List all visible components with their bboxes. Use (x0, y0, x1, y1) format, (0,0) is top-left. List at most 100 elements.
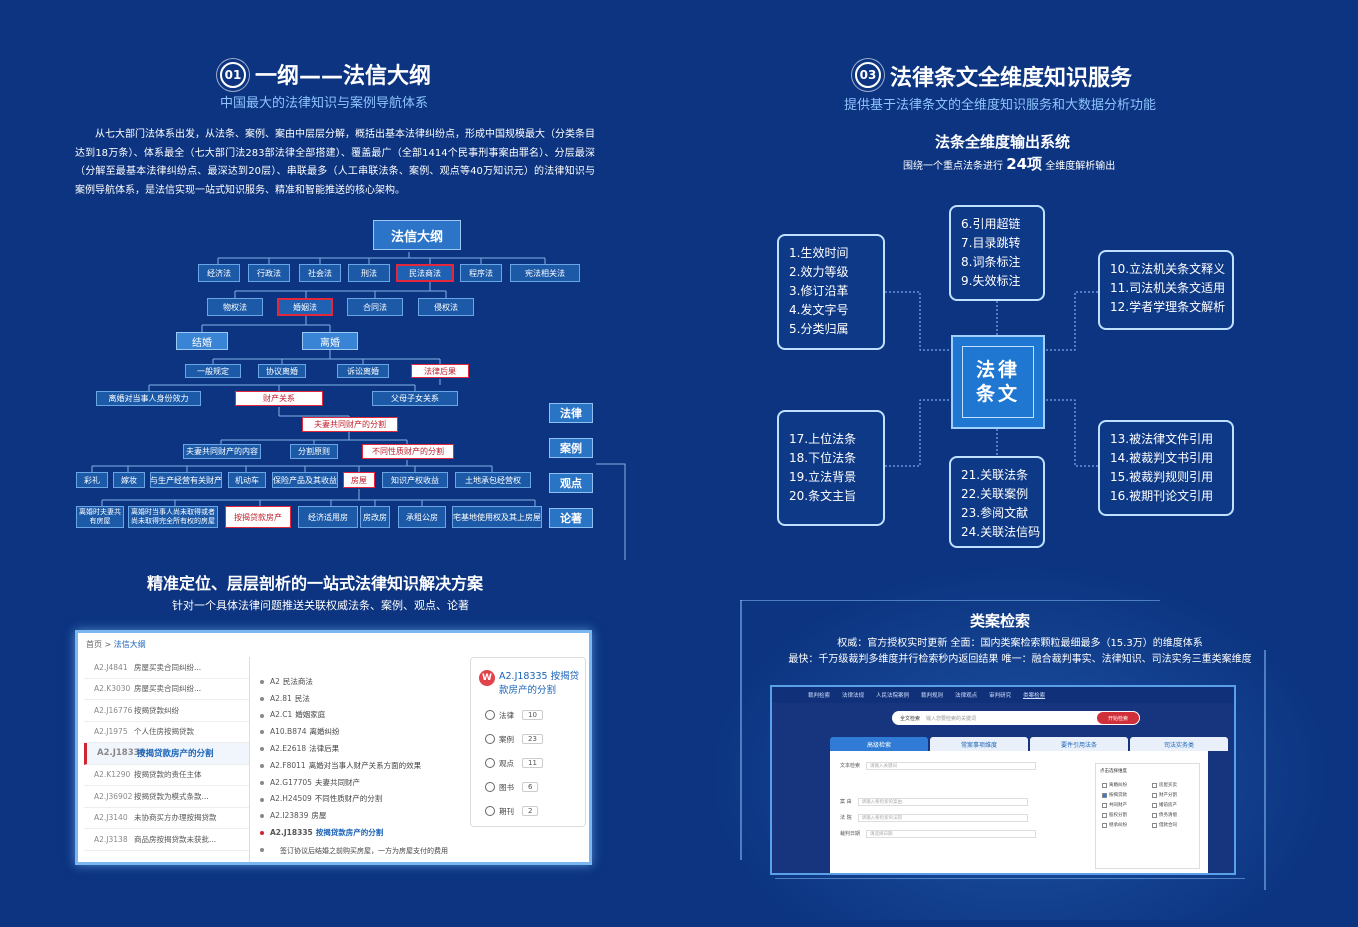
tree-node-l5[interactable]: 离婚对当事人身份效力 (96, 391, 201, 406)
tag-writing[interactable]: 论著 (549, 508, 593, 528)
breadcrumb-home[interactable]: 首页 (86, 640, 102, 649)
nav-item[interactable]: 类案检索 (1023, 693, 1046, 699)
tree-node-l2[interactable]: 物权法 (207, 298, 263, 316)
field-input[interactable]: 请输入要检索的法院 (857, 813, 1028, 822)
tree-node-l8-highlight[interactable]: 房屋 (343, 472, 375, 488)
tree-node-l7-highlight[interactable]: 不同性质财产的分割 (362, 444, 454, 459)
tree-node-l8[interactable]: 与生产经营有关财产 (150, 472, 222, 488)
tree-node-l1[interactable]: 社会法 (299, 264, 341, 282)
field-input[interactable]: 请选择日期 (866, 829, 1037, 838)
tree-node-l8[interactable]: 机动车 (228, 472, 266, 488)
tree-node-l8[interactable]: 嫁妆 (113, 472, 145, 488)
tree-node-l4[interactable]: 一般规定 (185, 364, 241, 378)
tree-node-l4-highlight[interactable]: 法律后果 (411, 364, 469, 378)
tag-law[interactable]: 法律 (549, 403, 593, 423)
dimension-checkbox[interactable]: 婚前房产 (1152, 802, 1177, 808)
tree-node-l1[interactable]: 经济法 (198, 264, 240, 282)
breadcrumb-current[interactable]: 法信大纲 (113, 640, 146, 649)
search-button[interactable]: 开始检索 (1097, 712, 1139, 724)
dimension-checkbox[interactable]: 借款合同 (1152, 822, 1177, 828)
tab-dimension[interactable]: 常案事项维度 (930, 737, 1028, 751)
search-scope[interactable]: 全文检索 (900, 715, 921, 722)
tab-advanced[interactable]: 高级检索 (830, 737, 928, 751)
dimension-checkbox[interactable]: 债务清偿 (1152, 812, 1177, 818)
dimension-checkbox[interactable]: 按揭贷款 (1102, 792, 1127, 798)
tree-path-item[interactable]: 签订协议后结婚之前购买房屋，一方为房屋支付的费用 (258, 841, 463, 863)
tag-case[interactable]: 案例 (549, 438, 593, 458)
tree-node-l1[interactable]: 程序法 (460, 264, 502, 282)
tree-node-l3-highlight[interactable]: 离婚 (302, 332, 358, 350)
tree-node-l4[interactable]: 诉讼离婚 (337, 364, 389, 378)
tree-node-l1[interactable]: 行政法 (248, 264, 290, 282)
dimension-checkbox[interactable]: 共同财产 (1102, 802, 1127, 808)
tree-node-l2[interactable]: 合同法 (347, 298, 403, 316)
nav-item[interactable]: 法律观点 (955, 693, 978, 699)
tree-node-l9[interactable]: 房改房 (360, 506, 390, 528)
field-input[interactable]: 请输入关键词 (866, 761, 1037, 770)
dimension-checkbox[interactable]: 财产分割 (1152, 792, 1177, 798)
tree-node-l7[interactable]: 夫妻共同财产的内容 (183, 444, 261, 459)
tree-node-l2-highlight[interactable]: 婚姻法 (277, 298, 333, 316)
tree-node-l9[interactable]: 承租公房 (398, 506, 446, 528)
search-input[interactable]: 全文检索 输入您要检索的关键词 (892, 711, 1140, 725)
tree-node-l7[interactable]: 分割原则 (290, 444, 338, 459)
field-input[interactable]: 请输入要检索的案由 (857, 797, 1028, 806)
dimension-checkbox[interactable]: 离婚纠纷 (1102, 782, 1127, 788)
tree-node-l9-highlight[interactable]: 按揭贷款房产 (225, 506, 291, 528)
tree-node-l8[interactable]: 保险产品及其收益 (272, 472, 338, 488)
tree-node-l8[interactable]: 土地承包经营权 (455, 472, 531, 488)
tree-node-l9[interactable]: 离婚时当事人尚未取得或者尚未取得完全所有权的房屋 (128, 506, 218, 528)
tab-practice[interactable]: 司法实务类 (1130, 737, 1228, 751)
dimension-checkbox[interactable]: 房屋买卖 (1152, 782, 1177, 788)
tree-node-l5-highlight[interactable]: 财产关系 (235, 391, 323, 406)
tree-node-l6-highlight[interactable]: 夫妻共同财产的分割 (302, 417, 398, 432)
tree-node-l2[interactable]: 侵权法 (418, 298, 474, 316)
tree-node-l9[interactable]: 离婚时夫妻共有房屋 (76, 506, 124, 528)
tab-statute[interactable]: 要件引用法条 (1030, 737, 1128, 751)
tree-node-l8[interactable]: 彩礼 (76, 472, 108, 488)
tree-node-l9[interactable]: 宅基地使用权及其上房屋 (452, 506, 542, 528)
tree-node-l3[interactable]: 结婚 (176, 332, 228, 350)
tree-node-l1[interactable]: 宪法相关法 (510, 264, 580, 282)
nav-item[interactable]: 裁判规则 (921, 693, 944, 699)
tag-opinion[interactable]: 观点 (549, 473, 593, 493)
checkbox-label: 股权分割 (1109, 813, 1127, 818)
tree-root[interactable]: 法信大纲 (373, 220, 461, 250)
tree-node-l8[interactable]: 知识产权收益 (382, 472, 448, 488)
dimension-checkbox[interactable]: 股权分割 (1102, 812, 1127, 818)
dimension-checkbox[interactable]: 继承纠纷 (1102, 822, 1127, 828)
nav-item[interactable]: 审判研究 (989, 693, 1012, 699)
tree-node-l5[interactable]: 父母子女关系 (372, 391, 458, 406)
tree-node-l9[interactable]: 经济适用房 (298, 506, 358, 528)
nav-item[interactable]: 裁判检索 (808, 693, 831, 699)
nav-item[interactable]: 人民法院案例 (876, 693, 910, 699)
tree-node-l1[interactable]: 刑法 (348, 264, 390, 282)
nav-item[interactable]: 法律法规 (842, 693, 865, 699)
tree-node-l1-highlight[interactable]: 民法商法 (396, 264, 454, 282)
tree-node-l4[interactable]: 协议离婚 (258, 364, 306, 378)
